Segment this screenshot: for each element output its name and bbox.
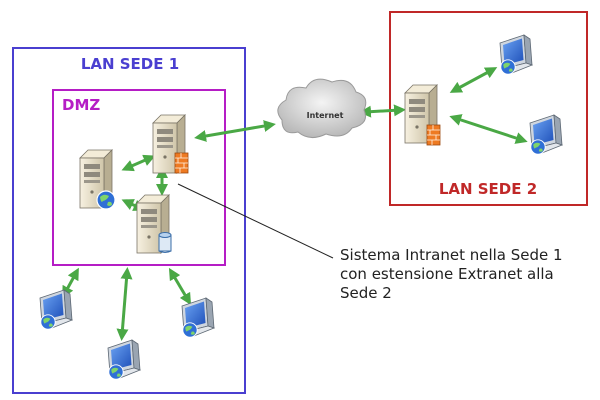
internet-label: Internet: [307, 111, 344, 120]
lan-sede-2-label: LAN SEDE 2: [439, 180, 537, 198]
web-server-icon: [79, 149, 116, 210]
annotation-line: Sistema Intranet nella Sede 1: [340, 246, 563, 264]
workstation-icon: [107, 339, 141, 380]
workstation-icon: [181, 297, 215, 338]
arrow-dmz-firewall: [121, 154, 156, 172]
arrow-server2-ws-top: [449, 67, 498, 93]
annotation-pointer: [177, 183, 334, 259]
firewall-server-icon: [152, 114, 189, 174]
arrow-internet-server2: [359, 104, 406, 118]
arrow-ws-right: [168, 267, 192, 306]
lan-sede-1-label: LAN SEDE 1: [81, 55, 179, 73]
workstation-icon: [39, 289, 73, 330]
arrow-ws-middle: [116, 267, 133, 341]
dmz-zone: [52, 89, 226, 266]
sede2-firewall-server-icon: [404, 84, 441, 146]
workstation-icon: [529, 114, 563, 155]
arrow-firewall-internet: [194, 120, 276, 142]
connection-arrows: [62, 67, 528, 341]
cloud-icon: [277, 78, 367, 138]
workstation-icon: [499, 34, 533, 75]
annotation-line: con estensione Extranet alla: [340, 265, 554, 283]
arrow-ws-left: [62, 267, 79, 299]
annotation-text: Sistema Intranet nella Sede 1 con estens…: [340, 246, 590, 303]
annotation-line: Sede 2: [340, 284, 392, 302]
database-server-icon: [136, 194, 172, 254]
dmz-label: DMZ: [62, 96, 100, 114]
arrow-server2-ws-bottom: [449, 114, 528, 144]
lan-sede-1-zone: [12, 47, 246, 394]
